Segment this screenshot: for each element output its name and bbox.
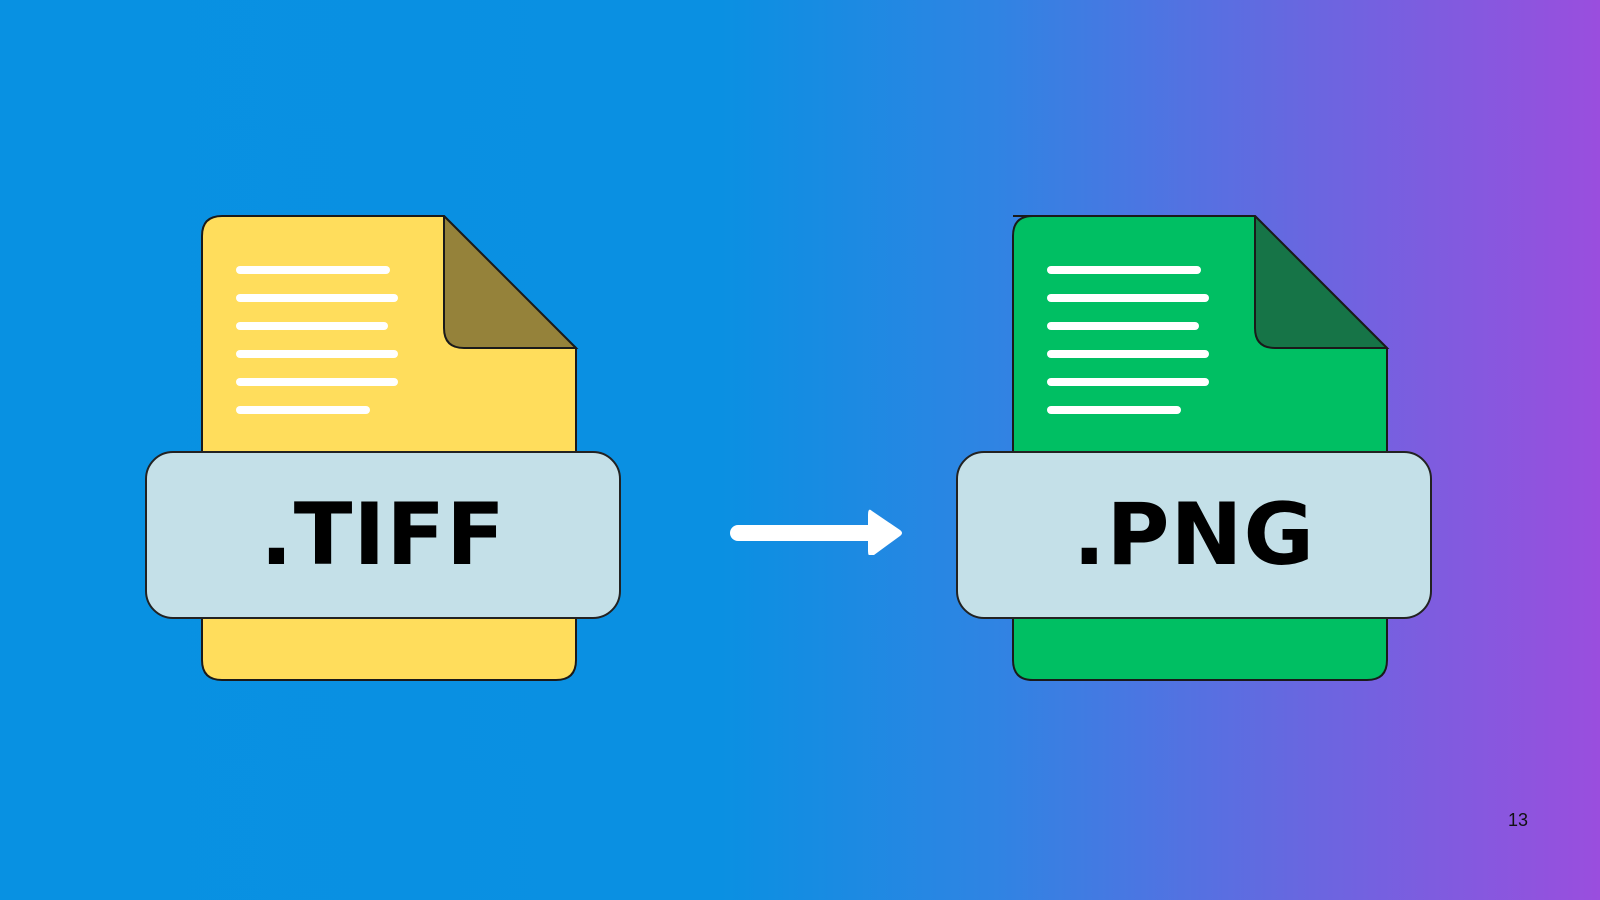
target-file-icon: .PNG [951,215,1432,685]
source-file-icon: .TIFF [140,215,621,685]
target-extension-label: .PNG [956,451,1432,619]
text-lines-icon [236,266,398,414]
text-lines-icon [1047,266,1209,414]
page-number: 13 [1508,810,1529,830]
convert-arrow [730,505,905,559]
arrow-right-icon [730,509,902,557]
source-extension-label: .TIFF [145,451,621,619]
target-extension-text: .PNG [1072,485,1316,585]
source-extension-text: .TIFF [260,485,506,585]
